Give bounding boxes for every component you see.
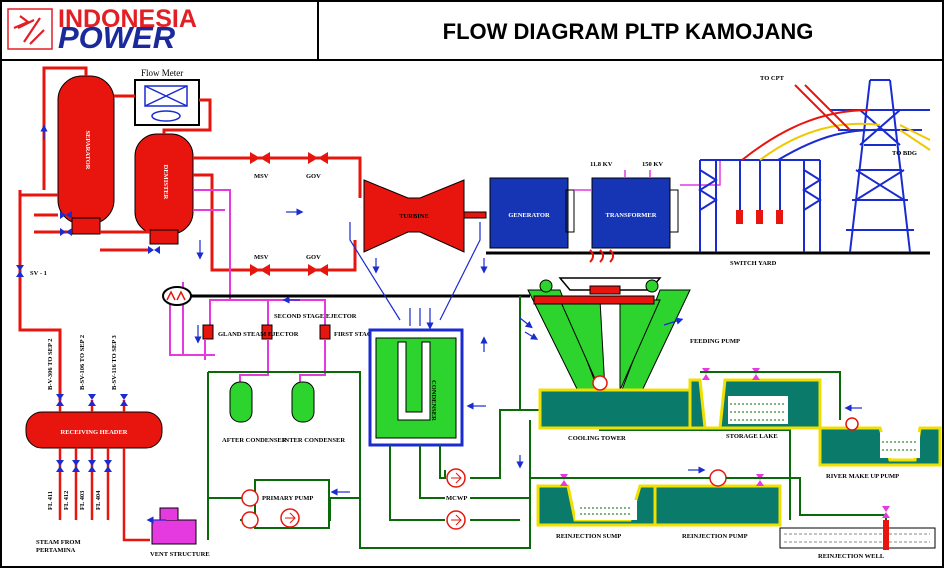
flow-meter-label: Flow Meter bbox=[141, 68, 183, 78]
receiving-header: RECEIVING HEADER bbox=[25, 411, 163, 449]
reinjection-pump bbox=[530, 469, 887, 545]
logo: INDONESIA POWER bbox=[7, 5, 197, 55]
condenser: CONDENSER bbox=[368, 328, 464, 447]
primary-pump bbox=[241, 479, 330, 529]
steam-from-label: STEAM FROM bbox=[36, 539, 81, 546]
inter-condenser bbox=[291, 381, 315, 423]
steam-valves bbox=[250, 152, 328, 276]
vent-structure bbox=[151, 507, 197, 545]
mcwp-label: MCWP bbox=[446, 495, 467, 502]
gland-ejector-label: GLAND STEAM EJECTOR bbox=[218, 331, 299, 338]
msv-bottom-label: MSV bbox=[254, 254, 269, 261]
generator: GENERATOR bbox=[489, 177, 575, 249]
transmission-lines bbox=[741, 84, 931, 161]
gov-top-label: GOV bbox=[306, 173, 321, 180]
transformer: TRANSFORMER bbox=[591, 177, 679, 249]
separator-label: SEPARATOR bbox=[84, 130, 91, 169]
demister-label: DEMISTER bbox=[162, 165, 169, 200]
mcwp-pumps bbox=[446, 468, 466, 530]
flow-arrows bbox=[40, 124, 862, 524]
kv-150-label: 150 KV bbox=[642, 161, 663, 168]
reinjection-sump-label: REINJECTION SUMP bbox=[556, 533, 621, 540]
reinjection-sump bbox=[536, 484, 657, 527]
valves-left bbox=[16, 211, 160, 277]
well-up-3: B-SV-116 TO SEP 3 bbox=[111, 335, 118, 390]
reinjection-well-label: REINJECTION WELL bbox=[818, 553, 885, 560]
storage-lake-label: STORAGE LAKE bbox=[726, 433, 778, 440]
kv-11-8-label: 11.8 KV bbox=[590, 161, 613, 168]
switch-yard-label: SWITCH YARD bbox=[730, 260, 777, 267]
switch-yard bbox=[698, 79, 930, 253]
turbine: TURBINE bbox=[363, 179, 487, 253]
cooling-tower bbox=[527, 249, 692, 430]
reinjection-well bbox=[779, 506, 936, 550]
condenser-links bbox=[349, 222, 481, 326]
generator-label: GENERATOR bbox=[508, 212, 550, 219]
demister: DEMISTER bbox=[134, 133, 194, 245]
ejectors bbox=[202, 324, 331, 340]
to-cpt-label: TO CPT bbox=[760, 75, 785, 82]
steam-piping-left bbox=[18, 66, 212, 400]
insulators bbox=[736, 210, 783, 224]
second-ejector-label: SECOND STAGE EJECTOR bbox=[274, 313, 357, 320]
well-down-3: FL 403 bbox=[79, 490, 86, 510]
gov-bottom-label: GOV bbox=[306, 254, 321, 261]
well-down-4: FL 404 bbox=[95, 490, 102, 510]
turbine-label: TURBINE bbox=[399, 213, 429, 220]
well-down-1: FL 411 bbox=[47, 491, 54, 510]
pertamina-label: PERTAMINA bbox=[36, 547, 76, 554]
transformer-label: TRANSFORMER bbox=[606, 212, 657, 219]
cooling-tower-label: COOLING TOWER bbox=[568, 435, 626, 442]
feeding-pump-label: FEEDING PUMP bbox=[690, 338, 740, 345]
storage-lake bbox=[688, 368, 841, 430]
well-valves bbox=[56, 394, 128, 472]
main-steam-lines bbox=[193, 156, 362, 272]
after-condenser bbox=[229, 381, 253, 423]
river-makeup bbox=[818, 417, 942, 467]
pump-circle-left bbox=[162, 286, 192, 306]
flow-meter: Flow Meter bbox=[134, 68, 200, 126]
after-condenser-label: AFTER CONDENSER bbox=[222, 437, 287, 444]
msv-top-label: MSV bbox=[254, 173, 269, 180]
page-title: FLOW DIAGRAM PLTP KAMOJANG bbox=[443, 19, 814, 44]
condenser-label: CONDENSER bbox=[430, 380, 437, 421]
logo-line1: INDONESIA bbox=[58, 5, 197, 33]
inter-condenser-label: INTER CONDENSER bbox=[282, 437, 345, 444]
receiving-header-label: RECEIVING HEADER bbox=[61, 429, 128, 436]
to-bdg-label: TO BDG bbox=[892, 150, 917, 157]
logo-line2: POWER bbox=[58, 20, 176, 55]
vent-structure-label: VENT STRUCTURE bbox=[150, 551, 210, 558]
reinjection-pump-label: REINJECTION PUMP bbox=[682, 533, 748, 540]
well-up-2: B-SV-106 TO SEP 2 bbox=[79, 335, 86, 390]
primary-pump-label: PRIMARY PUMP bbox=[262, 495, 313, 502]
sv1-label: SV - 1 bbox=[30, 270, 47, 277]
separator: SEPARATOR bbox=[57, 75, 115, 235]
river-makeup-label: RIVER MAKE UP PUMP bbox=[826, 473, 899, 480]
well-up-1: B-V-306 TO SEP 2 bbox=[47, 339, 54, 390]
well-down-2: FL 412 bbox=[63, 491, 70, 510]
